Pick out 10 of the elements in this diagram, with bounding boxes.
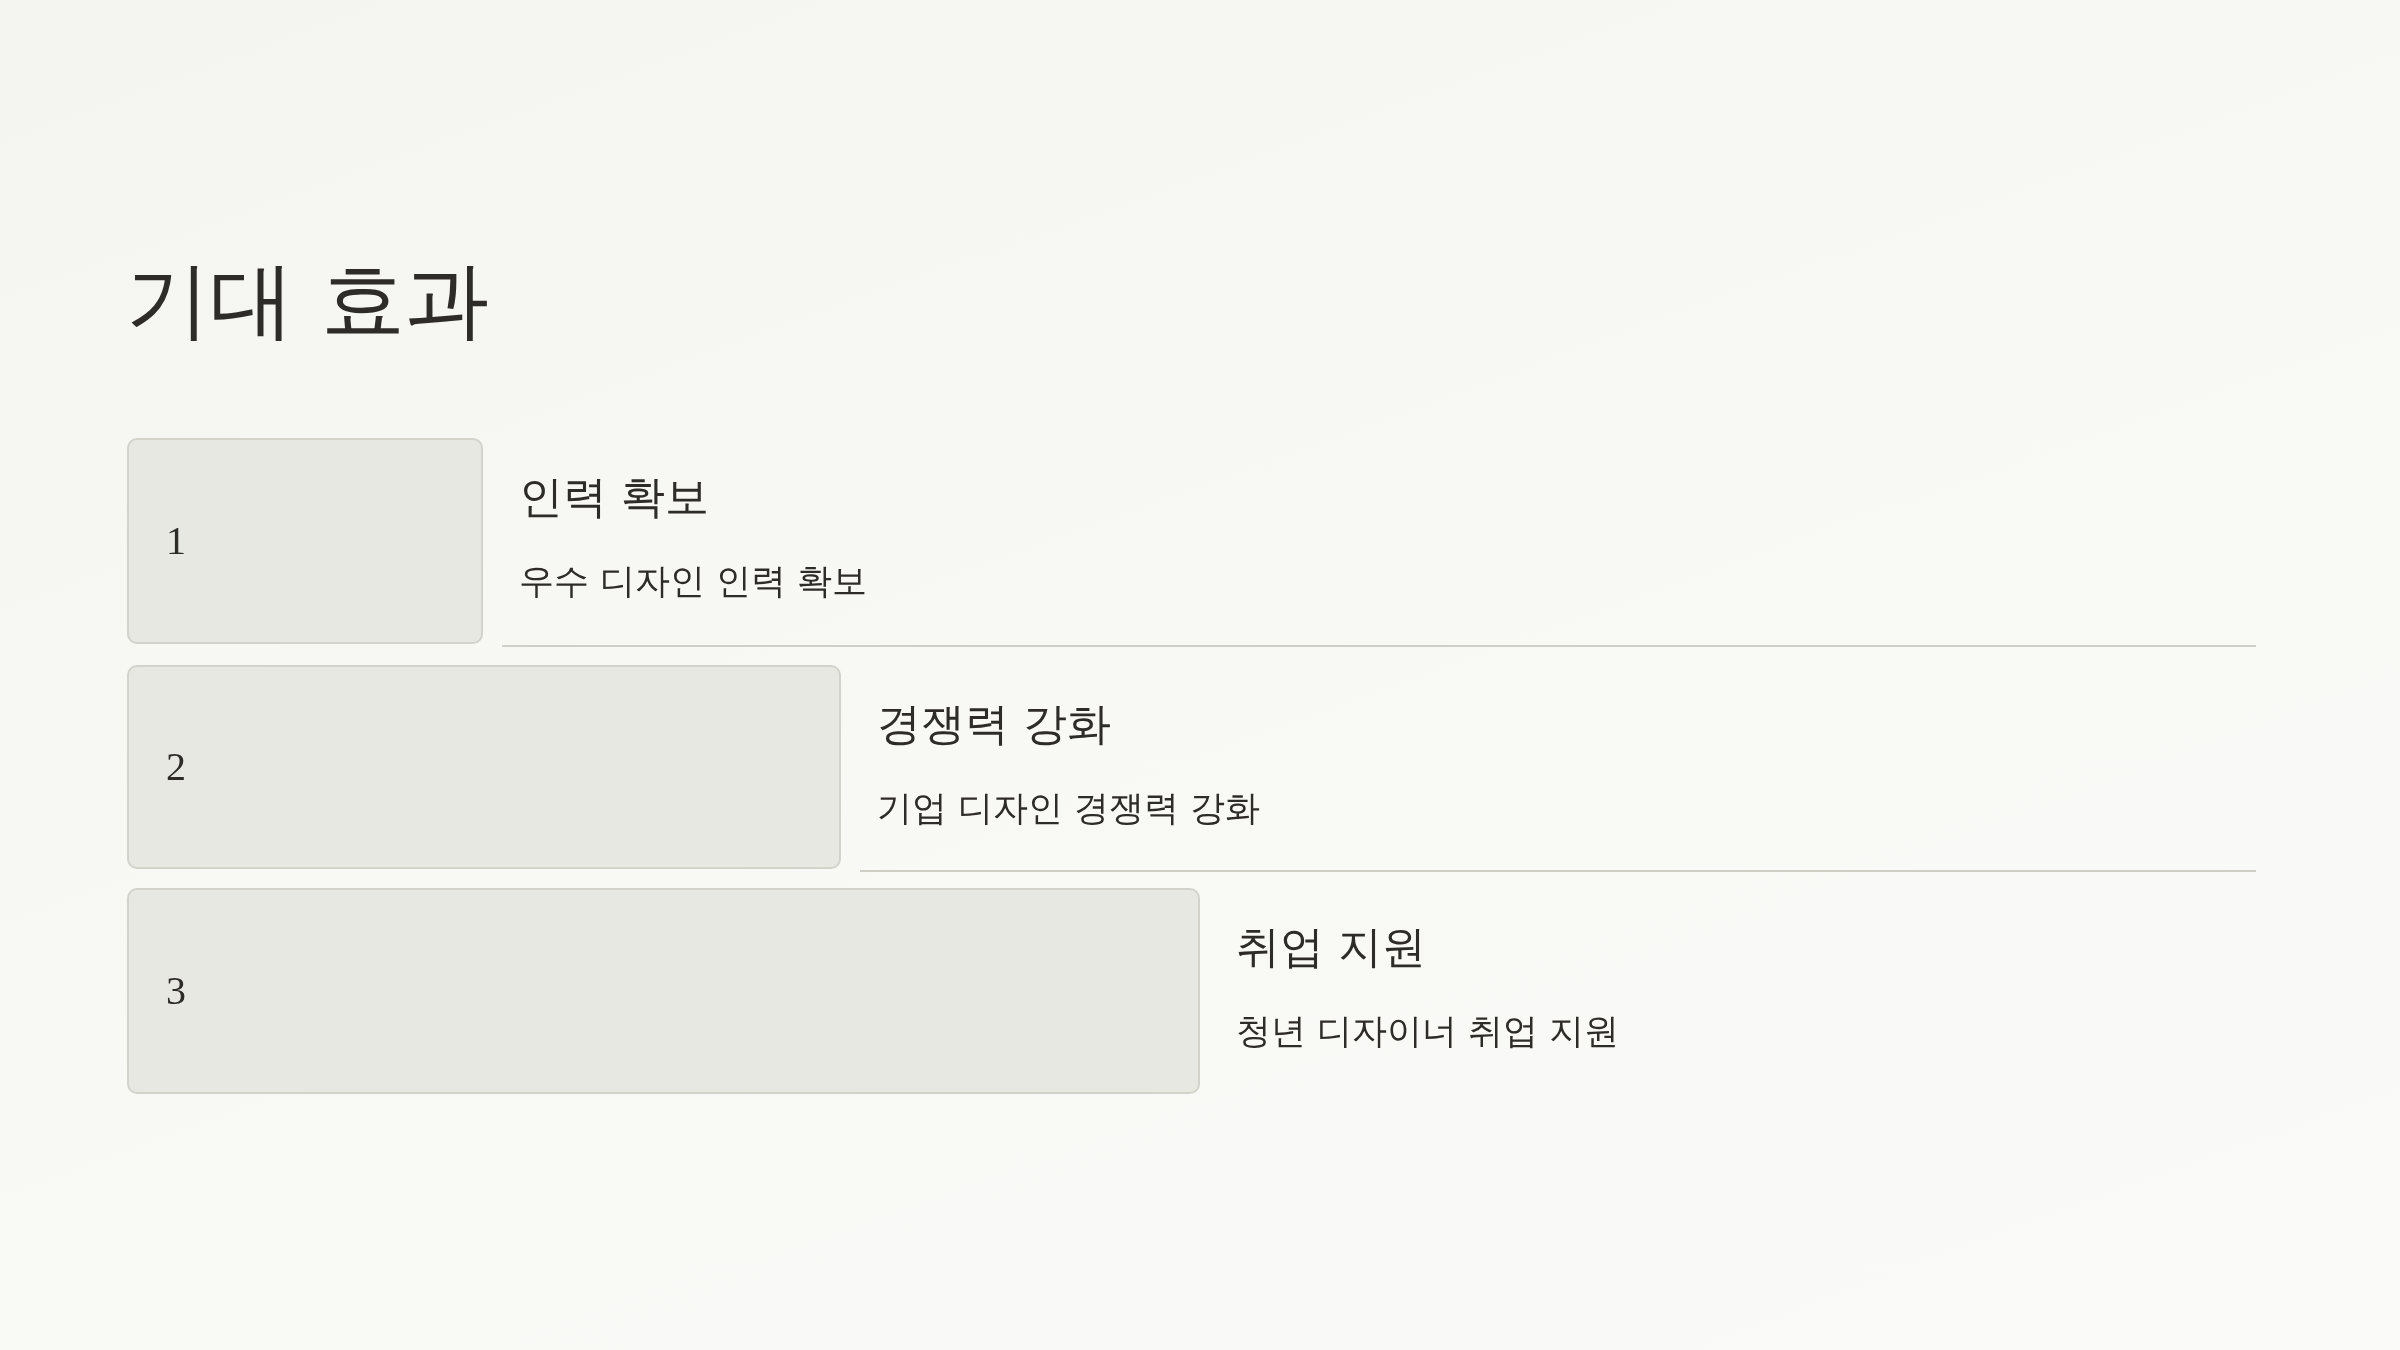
- row-heading: 경쟁력 강화: [877, 698, 1111, 750]
- row-description: 청년 디자이너 취업 지원: [1236, 1010, 1620, 1052]
- row-description: 기업 디자인 경쟁력 강화: [877, 787, 1261, 829]
- numbered-box: 3: [127, 888, 1200, 1094]
- row-heading: 취업 지원: [1236, 921, 1426, 973]
- numbered-box: 2: [127, 665, 841, 869]
- numbered-box: 1: [127, 438, 483, 644]
- title: 기대 효과: [126, 250, 489, 350]
- row-description: 우수 디자인 인력 확보: [519, 560, 868, 602]
- row-heading: 인력 확보: [519, 471, 709, 523]
